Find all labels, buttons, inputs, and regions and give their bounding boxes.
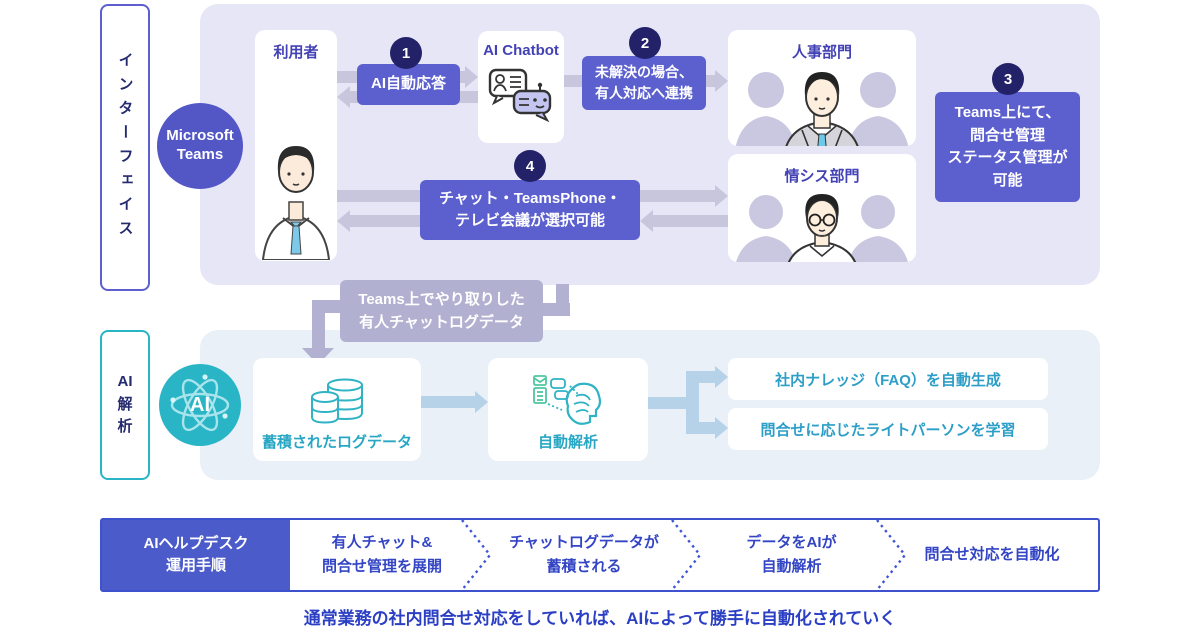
step-2-badge: 2	[629, 27, 661, 59]
chatbot-box-title: AI Chatbot	[483, 42, 559, 59]
arrow-channels-to-user	[337, 210, 425, 232]
user-box-title: 利用者	[273, 44, 319, 61]
ai-atom-badge: AI	[159, 364, 241, 446]
output-faq-box: 社内ナレッジ（FAQ）を自動生成	[728, 358, 1048, 400]
it-people-illustration	[736, 194, 908, 262]
step-3-badge: 3	[992, 63, 1024, 95]
output-rightperson-box: 問合せに応じたライトパーソンを学習	[728, 408, 1048, 450]
process-step-4: データをAIが 自動解析	[746, 534, 837, 575]
arrow-channels-to-it	[640, 185, 728, 207]
process-step-1: AIヘルプデスク 運用手順	[102, 520, 290, 590]
connector-right-horizontal	[543, 303, 570, 316]
arrow-log-to-analysis	[421, 391, 488, 413]
chatbot-icon	[488, 68, 552, 123]
step-4-box: チャット・TeamsPhone・ テレビ会議が選択可能	[420, 180, 640, 240]
step-1-badge: 1	[390, 37, 422, 69]
process-bar: AIヘルプデスク 運用手順 有人チャット& 問合せ管理を展開 チャットログデータ…	[100, 518, 1100, 592]
hr-department-title: 人事部門	[791, 44, 852, 61]
chatbot-box: AI Chatbot	[478, 31, 564, 143]
step-3-box: Teams上にて、 問合せ管理 ステータス管理が 可能	[935, 92, 1080, 202]
interface-section-label: インターフェイス	[100, 4, 150, 291]
hr-department-box: 人事部門	[728, 30, 916, 146]
it-department-box: 情シス部門	[728, 154, 916, 262]
chevron-separators-icon	[461, 520, 907, 590]
user-box: 利用者	[255, 30, 337, 261]
hr-people-illustration	[735, 72, 909, 146]
process-step-2: 有人チャット& 問合せ管理を展開	[321, 534, 442, 575]
atom-icon	[170, 374, 230, 432]
user-person-illustration	[261, 146, 331, 260]
footer-note: 通常業務の社内問合せ対応をしていれば、AIによって勝手に自動化されていく	[303, 609, 897, 628]
process-step-5: 問合せ対応を自動化	[924, 546, 1060, 563]
it-department-title: 情シス部門	[784, 168, 860, 185]
step-1-box: AI自動応答	[357, 64, 460, 105]
microsoft-teams-badge: Microsoft Teams	[157, 103, 243, 189]
auto-analysis-box: 自動解析	[488, 358, 648, 461]
step-4-badge: 4	[514, 150, 546, 182]
step-2-box: 未解決の場合、 有人対応へ連携	[582, 56, 706, 110]
arrow-it-to-channels	[640, 210, 728, 232]
ai-analysis-section-label: AI 解 析	[100, 330, 150, 480]
process-step-3: チャットログデータが 蓄積される	[509, 534, 659, 575]
accumulated-log-box: 蓄積されたログデータ	[253, 358, 421, 461]
arrow-user-to-channels	[337, 185, 440, 207]
split-connector-vertical	[686, 371, 699, 434]
analysis-head-icon	[533, 375, 602, 425]
connector-left-vertical	[312, 300, 325, 349]
arrow-to-rightperson-output	[699, 417, 728, 439]
database-icon	[311, 378, 363, 424]
accumulated-log-label: 蓄積されたログデータ	[261, 434, 412, 451]
teams-chatlog-connector-box: Teams上でやり取りした 有人チャットログデータ	[340, 280, 543, 342]
arrow-to-faq-output	[699, 366, 728, 388]
split-connector-stem	[648, 397, 693, 409]
auto-analysis-label: 自動解析	[537, 434, 598, 451]
ai-badge-label: AI	[190, 393, 210, 416]
